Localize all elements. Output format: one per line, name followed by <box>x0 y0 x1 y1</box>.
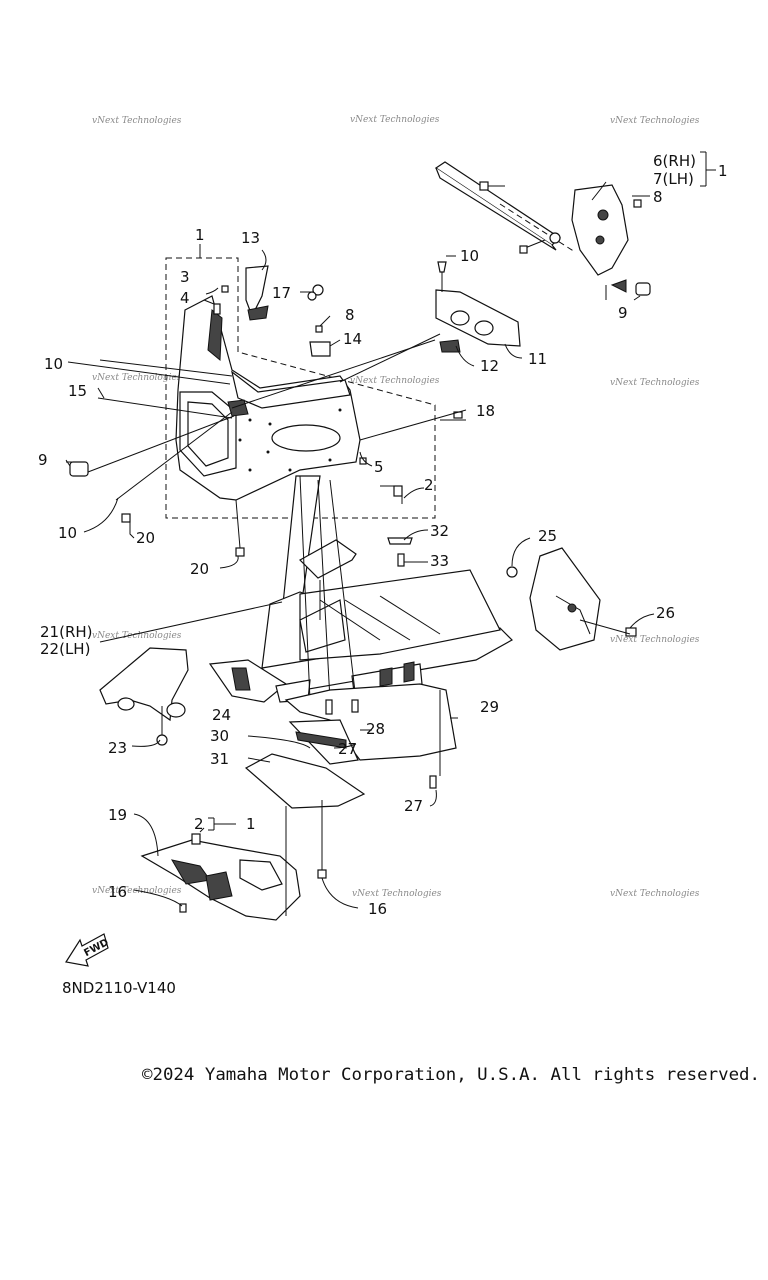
callout-1: 1 <box>195 226 205 244</box>
callout-13: 13 <box>241 229 260 247</box>
callout-33: 33 <box>430 552 449 570</box>
callout-8: 8 <box>653 188 663 206</box>
screw-16 <box>179 903 187 913</box>
callout-14: 14 <box>343 330 362 348</box>
left-bracket-21-22 <box>99 601 283 747</box>
callout-26: 26 <box>656 604 675 622</box>
callout-10: 10 <box>58 524 77 542</box>
bolt-5 <box>359 457 367 465</box>
callout-32: 32 <box>430 522 449 540</box>
callout-1: 1 <box>246 815 256 833</box>
watermark: vNext Technologies <box>92 373 182 383</box>
watermark: vNext Technologies <box>352 889 442 899</box>
bolt-4 <box>213 303 221 315</box>
plate-11 <box>435 255 523 367</box>
callout-9: 9 <box>618 304 628 322</box>
cushion-9-left <box>69 461 89 477</box>
callout-7: 7(LH) <box>653 170 694 188</box>
clip-2-low <box>191 833 201 845</box>
callout-12: 12 <box>480 357 499 375</box>
nut-8-left <box>315 325 323 333</box>
callout-22: 22(LH) <box>40 640 90 658</box>
bolt-33 <box>397 553 405 567</box>
callout-21: 21(RH) <box>40 623 93 641</box>
callout-20: 20 <box>136 529 155 547</box>
bracket-14 <box>309 341 331 357</box>
front-panel <box>69 265 463 567</box>
callout-2: 2 <box>194 815 204 833</box>
bolt-27 <box>325 699 333 715</box>
callout-23: 23 <box>108 739 127 757</box>
callout-10: 10 <box>44 355 63 373</box>
skid-plate-29 <box>244 683 458 809</box>
copyright-notice: ©2024 Yamaha Motor Corporation, U.S.A. A… <box>142 1065 760 1085</box>
callout-24: 24 <box>212 706 231 724</box>
callout-9: 9 <box>38 451 48 469</box>
callout-17: 17 <box>272 284 291 302</box>
right-bracket-25 <box>506 537 655 651</box>
watermark: vNext Technologies <box>350 376 440 386</box>
upper-bar-assembly <box>434 151 716 301</box>
callout-19: 19 <box>108 806 127 824</box>
watermark: vNext Technologies <box>610 378 700 388</box>
callout-20: 20 <box>190 560 209 578</box>
callout-6: 6(RH) <box>653 152 696 170</box>
callout-31: 31 <box>210 750 229 768</box>
bolt-28 <box>351 699 359 713</box>
cushion-9 <box>635 282 651 296</box>
callout-4: 4 <box>180 289 190 307</box>
bolt-26 <box>625 627 637 637</box>
callout-16: 16 <box>108 883 127 901</box>
callout-15: 15 <box>68 382 87 400</box>
bracket-6-7 <box>571 184 629 276</box>
screw-20b <box>235 547 245 557</box>
callout-11: 11 <box>528 350 547 368</box>
screw-20 <box>121 513 131 523</box>
watermark: vNext Technologies <box>350 115 440 125</box>
callout-10: 10 <box>460 247 479 265</box>
callout-1: 1 <box>718 162 728 180</box>
watermark: vNext Technologies <box>610 889 700 899</box>
callout-2: 2 <box>424 476 434 494</box>
callout-27: 27 <box>404 797 423 815</box>
callout-8: 8 <box>345 306 355 324</box>
plate-31 <box>244 753 366 809</box>
watermark: vNext Technologies <box>92 631 182 641</box>
callout-labels: 1 6(RH) 7(LH) 1 8 9 10 11 12 3 4 13 17 8… <box>38 152 728 918</box>
bolt-27b <box>429 775 437 789</box>
nut-8 <box>633 199 642 208</box>
watermark: vNext Technologies <box>92 116 182 126</box>
main-frame <box>208 475 513 703</box>
nut-3 <box>221 285 229 293</box>
fwd-arrow-icon: FWD <box>65 933 111 967</box>
callout-28: 28 <box>366 720 385 738</box>
clip-17 <box>312 284 324 296</box>
washer-32 <box>387 537 413 545</box>
watermark: vNext Technologies <box>610 635 700 645</box>
diagram-code: 8ND2110-V140 <box>62 979 176 997</box>
callout-18: 18 <box>476 402 495 420</box>
assembly-boundary <box>165 244 436 519</box>
callout-29: 29 <box>480 698 499 716</box>
guard-19 <box>133 800 359 921</box>
callout-30: 30 <box>210 727 229 745</box>
watermark: vNext Technologies <box>610 116 700 126</box>
callout-27: 27 <box>338 740 357 758</box>
callout-25: 25 <box>538 527 557 545</box>
callout-3: 3 <box>180 268 190 286</box>
nut-23 <box>156 734 168 746</box>
callout-16: 16 <box>368 900 387 918</box>
leader-lines-upper <box>65 249 467 569</box>
clip-2 <box>393 485 403 497</box>
screw-16b <box>317 869 327 879</box>
nut-25 <box>506 566 518 578</box>
callout-5: 5 <box>374 458 384 476</box>
